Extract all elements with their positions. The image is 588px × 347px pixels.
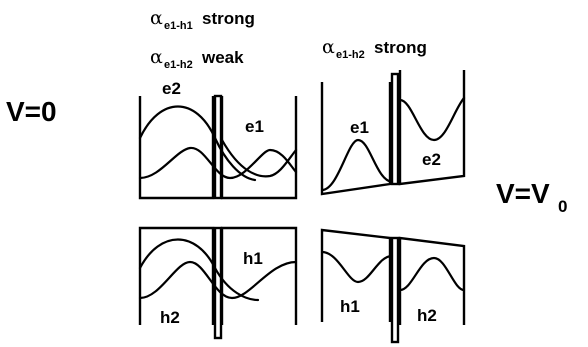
coupling-e1-h1-label: α e1-h1 strong: [150, 7, 255, 32]
coupling-e1-h2-right-label: α e1-h2 strong: [322, 36, 427, 61]
well-outline: [320, 82, 392, 196]
alpha-subscript: e1-h2: [164, 59, 193, 71]
coupling-strength: weak: [201, 48, 244, 67]
well-label-right: e1: [245, 117, 264, 136]
well-outline: [220, 96, 298, 200]
well-label-right: h1: [243, 249, 263, 268]
coupling-e1-h2-left-label: α e1-h2 weak: [150, 46, 244, 71]
wavefunction-h1: [138, 260, 298, 300]
alpha-symbol: α: [150, 7, 163, 29]
voltage-v0-label: V=V 0: [496, 178, 567, 216]
well-outline: [320, 228, 392, 322]
voltage-v0-subscript: 0: [558, 197, 567, 216]
well-label-left: h1: [340, 297, 360, 316]
well-label-right: h2: [417, 306, 437, 325]
wavefunction-e2: [138, 105, 257, 182]
alpha-subscript: e1-h1: [164, 20, 193, 32]
well-outline: [398, 236, 466, 325]
left-valence-wells: h2 h1: [138, 226, 298, 340]
alpha-symbol: α: [150, 46, 163, 68]
barrier: [390, 236, 400, 344]
wavefunction-e1: [138, 146, 298, 180]
wavefunction-h2: [398, 256, 466, 292]
alpha-symbol: α: [322, 36, 335, 58]
wavefunction-e2: [398, 96, 466, 142]
coupling-strength: strong: [374, 38, 427, 57]
wavefunction-e1: [320, 138, 394, 192]
wavefunction-e1-secondary: [220, 138, 298, 178]
wavefunction-h1: [320, 250, 394, 284]
wavefunction-h2: [138, 238, 260, 302]
coupling-strength: strong: [202, 9, 255, 28]
left-conduction-wells: e2 e1: [138, 79, 298, 200]
voltage-zero-label: V=0: [6, 96, 57, 127]
right-conduction-wells: e1 e2: [320, 70, 466, 196]
well-outline: [398, 70, 466, 186]
alpha-subscript: e1-h2: [336, 49, 365, 61]
barrier: [213, 226, 223, 340]
well-label-left: e1: [350, 118, 369, 137]
well-outline: [138, 226, 215, 325]
right-valence-wells: h1 h2: [320, 228, 466, 344]
well-label-left: h2: [160, 308, 180, 327]
well-outline: [220, 226, 298, 325]
well-label-right: e2: [422, 150, 441, 169]
well-outline: [138, 96, 215, 200]
well-label-left: e2: [162, 79, 181, 98]
voltage-v0-prefix: V=V: [496, 178, 550, 209]
barrier: [390, 72, 400, 186]
